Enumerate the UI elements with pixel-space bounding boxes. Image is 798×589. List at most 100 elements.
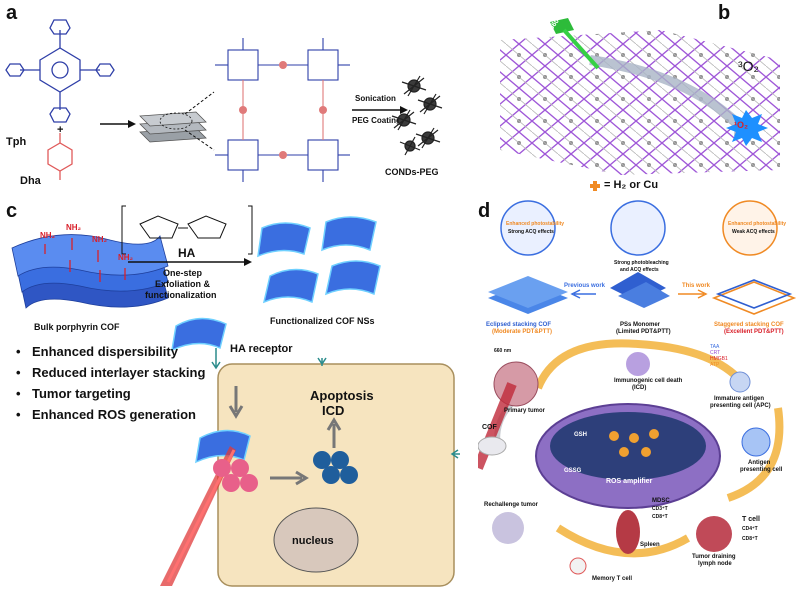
bullet-item: Enhanced ROS generation [16,407,196,422]
staggered-label: Staggered stacking COF [714,322,784,328]
bulk-cof-sheets [11,234,169,309]
lymph-node [696,516,732,552]
cd8-cm-label: CD8⁺T [742,536,758,542]
atp-label: ATP [710,362,720,368]
right-bubble-line1: Enhanced photostability [728,221,787,227]
nh2-label: NH₂ [118,253,134,262]
panel-d-label: d [478,200,491,222]
panel-c: c [0,198,470,589]
cof-3d-structure [500,18,780,191]
psmonomer [610,272,670,308]
icd-abbr: (ICD) [632,385,647,391]
eclipsed-sub: (Moderate PDT&PTT) [492,329,552,335]
icd-debris [626,352,650,376]
particle [417,93,443,115]
previous-work-label: Previous work [564,283,606,289]
memory-t-cell [569,557,587,575]
singlet-oxygen-cluster [313,451,358,484]
rechallenge-label: Rechallenge tumor [484,502,539,508]
dha-label: Dha [20,175,41,187]
dha-molecule [47,133,73,180]
panel-a: a [0,0,420,200]
this-work-label: This work [682,283,711,289]
cd4-cm-label: CD4⁺T [742,526,758,532]
nucleus-label: nucleus [292,535,334,547]
tcell-label: T cell [742,516,760,523]
lymph-line2: lymph node [698,561,732,567]
metal-note: = H₂ or Cu [604,179,659,191]
mouse [478,436,507,456]
bullet-item: Tumor targeting [16,386,131,401]
hmgb1-label: HMGB1 [710,356,728,362]
cof-lattice [215,38,350,182]
cd8-label: CD8⁺T [652,514,668,520]
ros-amplifier-label: ROS amplifier [606,478,653,485]
plus-sign: + [57,124,64,136]
ha-receptor-label: HA receptor [230,343,293,355]
step-line-2: Exfoliation & [155,279,211,289]
immature-apc-line2: presenting cell (APC) [710,403,771,409]
functionalized-sheets [257,216,381,304]
bullet-item: Enhanced dispersibility [16,344,178,359]
antigen-line2: presenting cell [740,467,783,473]
gsh-label: GSH [574,432,588,438]
nh2-label: NH₂ [40,231,56,240]
primary-tumor-label: Primary tumor [504,408,546,414]
singlet-oxygen-star [726,110,768,146]
step-line-3: functionalization [145,290,217,300]
apc-cell [729,371,751,393]
spleen-label: Spleen [640,542,660,548]
conds-peg-label: CONDs-PEG [385,167,439,177]
panel-c-label: c [6,200,18,222]
immature-apc-line1: Immature antigen [714,396,765,402]
staggered-cof [711,279,797,315]
bulk-cof-label: Bulk porphyrin COF [34,322,120,332]
panel-d: d Enhanced photostability Stro [478,198,798,589]
func-cof-label: Functionalized COF NSs [270,316,375,326]
stacked-sheets [139,111,207,143]
nucleus-shape [273,507,359,573]
panel-d-art [478,200,797,575]
apoptosis-label: Apoptosis [310,388,374,403]
cd3-label: CD3⁺T [652,506,668,512]
sonication-label: Sonication [355,94,396,103]
step-line-1: One-step [163,268,203,278]
left-bubble-line1: Enhanced photostability [506,221,565,227]
icd-label: Immunogenic cell death [614,378,683,384]
mid-bubble-line2: and ACQ effects [620,267,659,273]
monomer-label: PSs Monomer [620,322,661,328]
monomer-sub: (Limited PDT&PTT) [616,329,671,335]
icd-label: ICD [322,403,345,418]
tph-label: Tph [6,136,27,148]
lymph-line1: Tumor draining [692,554,736,560]
memory-t-label: Memory T cell [592,576,633,582]
singlet-oxygen-label: ¹O₂ [734,120,748,130]
eclipsed-cof [488,276,568,314]
ha-label: HA [178,246,196,260]
eclipsed-label: Eclipsed stacking COF [486,322,552,328]
right-bubble-line2: Weak ACQ effects [732,229,775,235]
bullet-item: Reduced interlayer stacking [16,365,205,380]
panel-b-label: b [718,2,731,24]
gssg-label: GSSG [564,468,582,474]
peg-label: PEG Coating [352,116,401,125]
cof-label: COF [482,424,497,431]
laser-label: 660 nm [494,348,512,354]
left-bubble-line2: Strong ACQ effects [508,229,554,235]
panel-a-label: a [6,2,18,24]
staggered-sub: (Excellent PDT&PTT) [724,329,784,335]
panel-c-art [11,205,460,587]
mid-bubble-line1: Strong photobleaching [614,260,669,266]
antigen-line1: Antigen [748,460,771,466]
panel-b: b 660 nm ³O₂ ¹O₂ = H₂ or Cu [480,0,798,200]
rechallenge-cells [492,512,524,544]
oxygen-cluster [213,459,258,492]
nh2-label: NH₂ [92,235,108,244]
tph-molecule [5,19,115,123]
crt-label: CRT [710,350,721,356]
taa-label: TAA [710,344,720,350]
nh2-label: NH₂ [66,223,82,232]
spleen [616,510,640,554]
triplet-oxygen-label: ³O₂ [738,58,759,74]
antigen-presenting-cell [741,427,771,457]
